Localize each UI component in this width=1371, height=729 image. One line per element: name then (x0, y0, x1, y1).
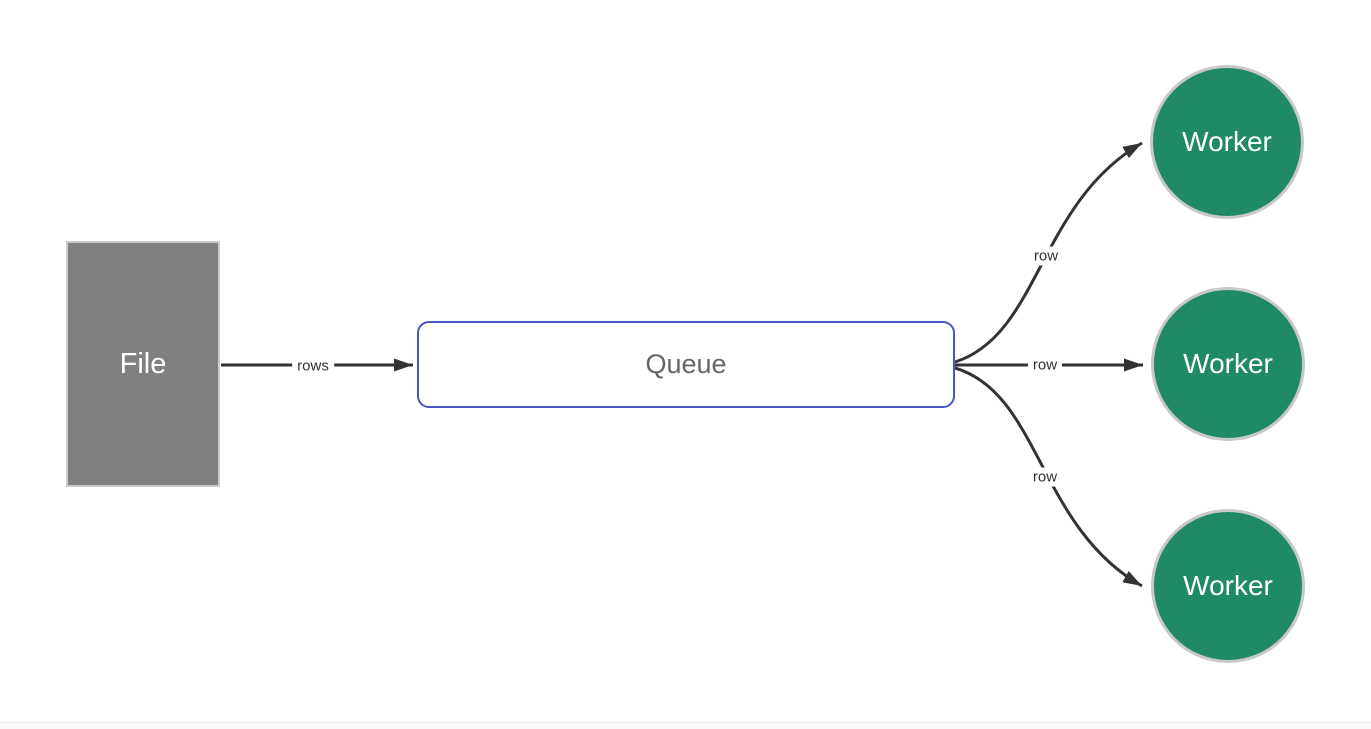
node-file-label: File (119, 347, 167, 380)
node-queue-label: Queue (645, 349, 727, 379)
edge-label-rows: rows (292, 356, 334, 376)
node-queue: Queue (417, 321, 955, 408)
edge-label-row-3: row (1027, 467, 1063, 487)
bottom-edge-divider (0, 722, 1371, 729)
node-worker-2: Worker (1151, 287, 1305, 441)
node-worker-2-label: Worker (1183, 348, 1273, 379)
edge-label-row-2: row (1027, 355, 1063, 375)
node-file: File (66, 241, 220, 487)
node-worker-3-label: Worker (1183, 570, 1273, 601)
node-worker-3: Worker (1151, 509, 1305, 663)
edge-label-row-1: row (1028, 246, 1064, 266)
node-worker-1-label: Worker (1182, 126, 1272, 157)
node-worker-1: Worker (1150, 65, 1304, 219)
edge-queue-to-worker-3 (954, 366, 1143, 588)
